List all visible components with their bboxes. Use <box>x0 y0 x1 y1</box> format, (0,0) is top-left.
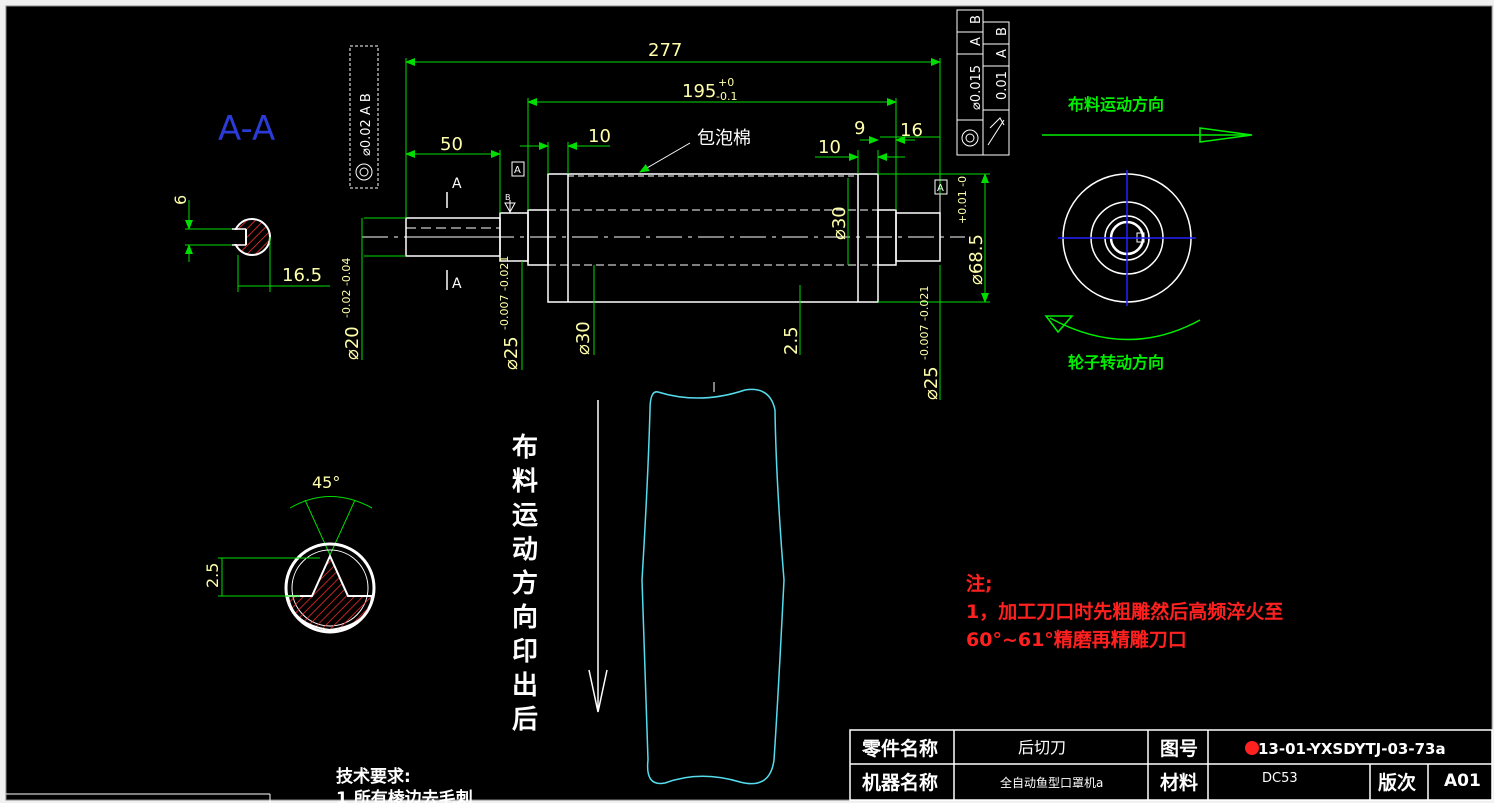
machine-name-value: 全自动鱼型口罩机a <box>1000 775 1103 790</box>
dim-d30-bottom: ⌀30 <box>573 321 594 355</box>
gdt-right-2-ref2: B <box>995 27 1010 36</box>
shaft-dimensions <box>361 58 990 400</box>
datum-right: A <box>937 183 944 194</box>
section-marker-bottom: A <box>452 276 462 292</box>
dim-collar-right: 10 <box>818 137 841 158</box>
red-mark <box>1245 741 1259 755</box>
dim-d25-right: ⌀25 <box>921 366 942 400</box>
gdt-left-text: ⌀0.02 A B <box>359 93 374 156</box>
version-label: 版次 <box>1378 771 1416 794</box>
dim-left-end: 50 <box>440 134 463 155</box>
vchar-8: 后 <box>512 705 538 735</box>
title-block <box>849 729 1493 801</box>
dim-d25-right-tol: -0.007 -0.021 <box>918 286 931 360</box>
tech-line1: 1 所有棱边去毛刺 <box>336 788 473 803</box>
machine-name-label: 机器名称 <box>862 771 938 794</box>
dim-outer-tol: +0.01 -0 <box>956 176 969 224</box>
shaft-view <box>362 173 965 303</box>
dim-step-9: 9 <box>854 118 865 139</box>
datum-left: A <box>514 165 521 176</box>
dim-d20-tol: -0.02 -0.04 <box>340 258 353 318</box>
version-value: A01 <box>1444 771 1481 791</box>
blade-section: 45° 2.5 <box>203 473 376 634</box>
section-label: A-A <box>218 109 275 149</box>
drawing-no-value: 13-01-YXSDYTJ-03-73a <box>1258 740 1446 758</box>
gdt-right-1-ref1: A <box>969 37 984 46</box>
datum-markers: A A B <box>504 161 948 214</box>
notes-line1: 1，加工刀口时先粗雕然后高频淬火至 <box>966 600 1283 623</box>
gdt-right: B A ⌀0.015 B A 0.01 <box>956 9 1010 156</box>
tech-requirements: 技术要求: 1 所有棱边去毛刺 <box>336 766 473 803</box>
foam-label: 包泡棉 <box>697 128 751 149</box>
datum-small: B <box>505 193 511 202</box>
dim-2-5-bottom: 2.5 <box>781 326 802 355</box>
section-a-a: A-A 6 16.5 <box>171 109 330 292</box>
material-value: DC53 <box>1262 771 1298 786</box>
notes-title: 注; <box>966 572 993 595</box>
drawing-area <box>5 5 1493 801</box>
vchar-7: 出 <box>512 671 538 701</box>
dim-d20: ⌀20 <box>342 326 363 360</box>
gdt-right-1-ref2: B <box>969 15 984 24</box>
part-name-value: 后切刀 <box>1018 738 1066 757</box>
gdt-right-1-value: ⌀0.015 <box>969 65 984 110</box>
vchar-1: 料 <box>512 467 538 497</box>
gdt-right-2-value: 0.01 <box>995 71 1010 100</box>
section-marker-top: A <box>452 176 462 192</box>
dim-outer-dia: ⌀68.5 <box>966 234 987 285</box>
dim-d25-left-tol: -0.007 -0.021 <box>498 256 511 330</box>
cut-profile <box>641 388 785 785</box>
vchar-6: 印 <box>512 637 538 667</box>
gdt-right-2-ref1: A <box>995 49 1010 58</box>
dim-body-length: 195 <box>682 81 716 102</box>
dim-keyway-text: 6 <box>171 195 190 205</box>
dim-inner-dia: ⌀30 <box>829 206 850 240</box>
shaft-labels: A A <box>452 176 462 292</box>
vchar-5: 向 <box>512 602 538 633</box>
part-name-label: 零件名称 <box>861 737 938 760</box>
dim-d25-left: ⌀25 <box>501 336 522 370</box>
dim-body-lower: -0.1 <box>716 90 737 103</box>
wheel-view: 布料运动方向 轮子转动方向 <box>1042 95 1253 372</box>
title-block-texts: 零件名称 后切刀 图号 13-01-YXSDYTJ-03-73a 机器名称 全自… <box>861 737 1481 794</box>
vchar-2: 运 <box>512 501 538 531</box>
gdt-left: ⌀0.02 A B <box>349 45 379 189</box>
dim-flat-text: 16.5 <box>282 265 322 286</box>
material-label: 材料 <box>1160 771 1198 794</box>
drawing-no-label: 图号 <box>1160 738 1198 760</box>
notes: 注; 1，加工刀口时先粗雕然后高频淬火至 60°~61°精磨再精雕刀口 <box>966 572 1283 651</box>
vchar-0: 布 <box>512 433 538 463</box>
dim-collar-left: 10 <box>588 126 611 147</box>
tech-title: 技术要求: <box>336 766 411 787</box>
wheel-direction-label: 轮子转动方向 <box>1068 353 1164 372</box>
shaft-dim-texts: 277 195 +0 -0.1 50 10 10 9 16 包泡棉 ⌀30 ⌀6… <box>340 40 987 400</box>
dim-body-upper: +0 <box>718 76 734 89</box>
blade-depth: 2.5 <box>203 563 222 588</box>
notes-line2: 60°~61°精磨再精雕刀口 <box>966 628 1187 651</box>
vchar-4: 方 <box>512 568 538 599</box>
dim-step-16: 16 <box>900 120 923 141</box>
vertical-direction-label: 布 料 运 动 方 向 印 出 后 <box>512 433 538 735</box>
dim-total-length: 277 <box>648 40 682 61</box>
vchar-3: 动 <box>512 535 538 565</box>
fabric-direction-label: 布料运动方向 <box>1068 95 1164 114</box>
blade-angle: 45° <box>312 473 340 492</box>
